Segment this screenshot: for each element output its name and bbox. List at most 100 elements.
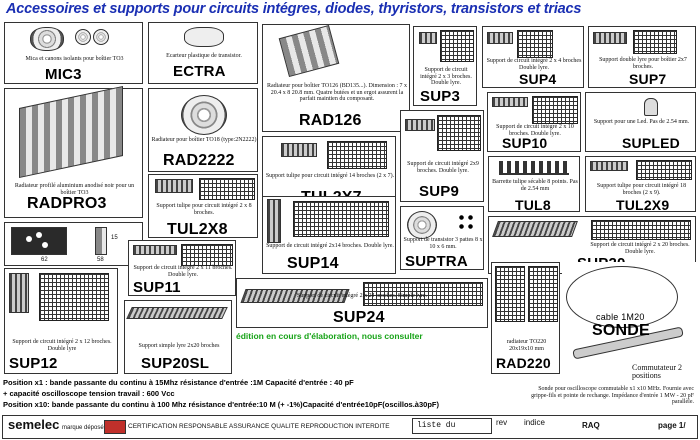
card-sup11[interactable]: Support de circuit intégré 2 x 11 broche…: [128, 240, 236, 296]
supled-desc: Support pour une Led. Pas de 2.54 mm.: [593, 119, 690, 125]
sup24-desc: Support de circuit intégré 2 x 24 broche…: [296, 293, 428, 299]
dim-depth: 58: [97, 257, 104, 263]
tul2x7-image: [281, 143, 317, 157]
card-sup20sl[interactable]: Support simple lyre 2x20 broches SUP20SL: [124, 300, 232, 374]
sup20sl-desc: Support simple lyre 2x20 broches: [138, 343, 220, 349]
card-rad2222[interactable]: Radiateur pour boîtier TO18 (type:2N2222…: [148, 88, 258, 172]
sup4-image: [487, 32, 513, 44]
marque-deposee: marque déposée: [62, 425, 108, 431]
rev-label: rev: [496, 418, 508, 427]
rad126-image: [278, 24, 340, 78]
sup24-code: SUP24: [333, 309, 385, 326]
rad126-desc: Radiateur pour boîtier TO126 (BD135...).…: [266, 83, 408, 102]
card-sonde[interactable]: cable 1M20 SONDE Commutateur 2 positions…: [531, 262, 696, 414]
sup11-image: [133, 245, 177, 255]
sup20sl-image: [126, 307, 228, 319]
page-title: Accessoires et supports pour circuits in…: [6, 1, 582, 17]
tul2x8-image: [155, 179, 193, 193]
sup10-code: SUP10: [502, 135, 548, 151]
card-radpro3[interactable]: Radiateur profilé aluminium anodisé noir…: [4, 85, 143, 218]
sonde-code: SONDE: [592, 322, 650, 339]
certification-text: CERTIFICATION RESPONSABLE ASSURANCE QUAL…: [128, 423, 390, 430]
radpro3-top-view: [11, 227, 67, 255]
sup4-desc: Support de circuit intégré 2 x 4 broches…: [486, 58, 582, 71]
tul2x9-desc: Support tulipe pour circuit intégré 18 b…: [596, 183, 687, 196]
rad2222-code: RAD2222: [163, 152, 235, 169]
card-radpro3-drawing: 62 15 58: [4, 222, 143, 266]
rad220-pinout-2: [528, 266, 558, 322]
card-tul2x8[interactable]: Support tulipe pour circuit intégré 2 x …: [148, 174, 258, 238]
logo-icon: [104, 420, 126, 434]
suptra-desc: Support de transistor 3 pattes 8 x 10 x …: [403, 237, 483, 250]
mica-washer-image: [30, 27, 64, 51]
card-sup10[interactable]: Support de circuit intégré 2 x 10 broche…: [487, 92, 581, 152]
card-ectra[interactable]: Ecarteur plastique de transistor. ECTRA: [148, 22, 258, 84]
card-suptra[interactable]: Support de transistor 3 pattes 8 x 10 x …: [400, 206, 484, 270]
tul2x9-image: [590, 161, 628, 171]
sup10-desc: Support de circuit intégré 2 x 10 broche…: [496, 124, 574, 137]
sonde-desc: Sonde pour oscilloscope commutable x1 x1…: [531, 386, 694, 405]
radpro3-image: [19, 85, 123, 179]
sup14-desc: Support de circuit intégré 2x14 broches.…: [266, 243, 394, 249]
sup9-image: [405, 119, 435, 131]
canon-image: [75, 29, 91, 45]
semelec-logo: semelec: [8, 417, 60, 432]
card-sup4[interactable]: Support de circuit intégré 2 x 4 broches…: [482, 26, 584, 88]
sup4-pinout: [517, 30, 553, 58]
supled-code: SUPLED: [622, 135, 680, 151]
sonde-commutateur: Commutateur 2 positions: [632, 363, 682, 380]
sup9-code: SUP9: [419, 183, 459, 200]
sup10-image: [492, 97, 528, 107]
card-sup9[interactable]: Support de circuit intégré 2x9 broches. …: [400, 110, 484, 202]
sup7-image: [593, 32, 627, 44]
raq-label: RAQ: [582, 421, 600, 430]
card-sup24[interactable]: Support de circuit intégré 2 x 24 broche…: [236, 278, 488, 328]
card-sup14[interactable]: Support de circuit intégré 2x14 broches.…: [262, 196, 396, 274]
probe-cable-image: [566, 266, 678, 328]
spacer-image: [184, 27, 224, 47]
sup3-pinout: [440, 30, 474, 62]
sup12-code: SUP12: [9, 355, 58, 372]
card-mic3[interactable]: Mica et canons isolants pour boîtier TO3…: [4, 22, 143, 84]
sup4-code: SUP4: [519, 71, 557, 87]
card-sup12[interactable]: Support de circuit intégré 2 x 12 broche…: [4, 268, 118, 374]
radpro3-code: RADPRO3: [27, 195, 107, 212]
sup10-pinout: [532, 96, 578, 124]
rad220-pinout: [495, 266, 525, 322]
sup14-code: SUP14: [287, 255, 339, 272]
suptra-pins: [457, 213, 475, 231]
position-capacity: + capacité oscilloscope tension travail …: [3, 389, 175, 398]
edition-note: édition en cours d'élaboration, nous con…: [236, 331, 423, 341]
card-sup3[interactable]: Support de circuit intégré 2 x 3 broches…: [413, 26, 477, 106]
radpro3-side-view: [95, 227, 107, 255]
page-label: page 1/: [658, 421, 686, 430]
tul8-image: [499, 161, 569, 175]
sup3-image: [419, 32, 437, 44]
mic3-desc: Mica et canons isolants pour boîtier TO3: [25, 56, 124, 62]
card-rad126[interactable]: Radiateur pour boîtier TO126 (BD135...).…: [262, 24, 410, 132]
rad2222-image: [181, 95, 227, 135]
rad126-code: RAD126: [299, 112, 362, 129]
card-supled[interactable]: Support pour une Led. Pas de 2.54 mm. SU…: [585, 92, 696, 152]
sup20-pinout: [591, 220, 691, 240]
mic3-code: MIC3: [45, 66, 82, 83]
tul2x9-code: TUL2X9: [616, 197, 670, 213]
tul2x7-pinout: [327, 141, 387, 169]
ectra-code: ECTRA: [173, 63, 226, 80]
card-sup7[interactable]: Support double lyre pour boîtier 2x7 bro…: [588, 26, 696, 88]
radpro3-desc: Radiateur profilé aluminium anodisé noir…: [14, 183, 135, 196]
sup20-image: [492, 221, 578, 237]
sup3-desc: Support de circuit intégré 2 x 3 broches…: [420, 67, 472, 86]
sup14-pinout: [293, 201, 389, 237]
footer: semelec marque déposée CERTIFICATION RES…: [0, 414, 700, 440]
position-x10: Position x10: bande passante du continu …: [3, 400, 439, 409]
tul2x7-desc: Support tulipe pour circuit intégré 14 b…: [265, 173, 395, 179]
card-tul2x9[interactable]: Support tulipe pour circuit intégré 18 b…: [585, 156, 696, 213]
card-rad220[interactable]: radiateur TO220 20x19x10 mm RAD220: [491, 262, 560, 374]
tul8-code: TUL8: [515, 197, 551, 213]
card-tul8[interactable]: Barrette tulipe sécable 8 points. Pas de…: [488, 156, 580, 213]
sup7-pinout: [633, 30, 677, 54]
tul8-desc: Barrette tulipe sécable 8 points. Pas de…: [492, 179, 578, 192]
tul2x9-pinout: [636, 160, 692, 180]
indice-label: indice: [524, 418, 545, 427]
